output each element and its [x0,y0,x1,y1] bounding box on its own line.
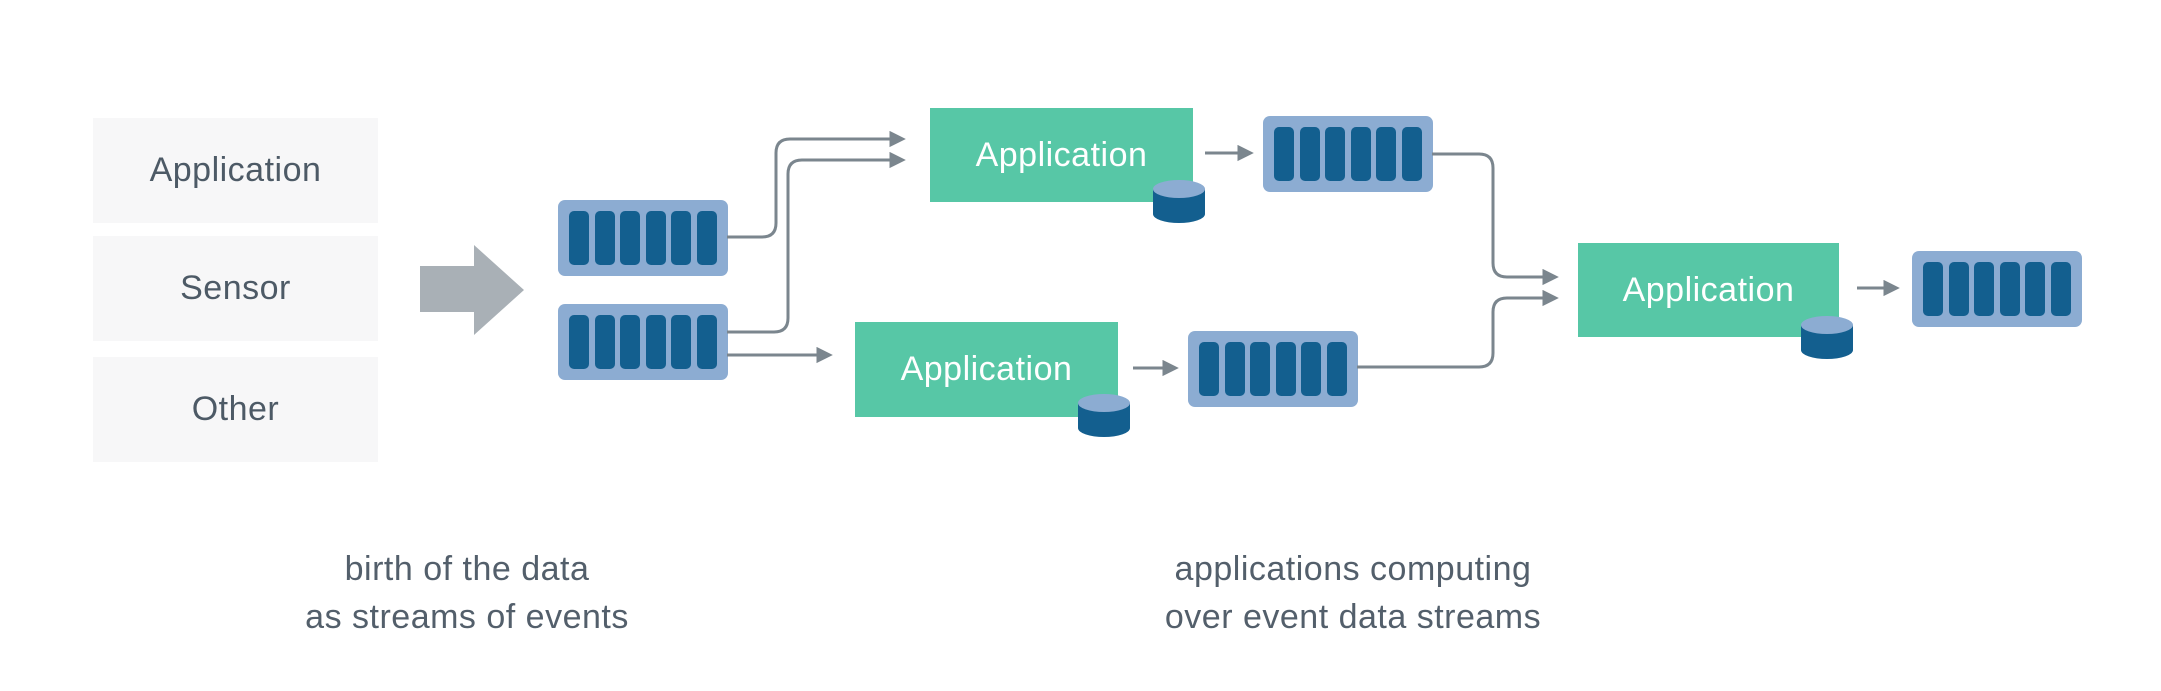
stream-partition-bar [1274,127,1294,181]
source-box-application: Application [93,118,378,223]
stream-partition-bar [620,211,641,265]
caption-apps-computing: applications computing over event data s… [1133,545,1573,641]
connector-stream4-to-final-app [1357,289,1559,369]
caption-birth-of-data: birth of the data as streams of events [247,545,687,641]
connector-stream2-to-top-app [727,151,906,334]
stream-partition-bar [1974,262,1995,316]
connector-stream3-to-final-app [1432,152,1559,286]
stream-partition-bar [645,211,666,265]
stream-partition-bar [671,315,692,369]
database-cylinder-icon-bottom [1078,394,1130,437]
stream-partition-bar [1275,342,1296,396]
stream-partition-bar [1250,342,1271,396]
stream-partition-bar [1199,342,1219,396]
source-box-sensor: Sensor [93,236,378,341]
connector-stream1-to-top-app [727,130,906,239]
source-label: Other [191,390,280,428]
stream-partition-bar [1350,127,1371,181]
stream-partition-bar [1325,127,1346,181]
stream-partition-bar [2050,262,2071,316]
caption-line: over event data streams [1164,598,1542,636]
stream-partition-bar [1401,127,1422,181]
app-label: Application [1622,270,1795,309]
stream-partition-bar [1224,342,1245,396]
caption-line: applications computing [1174,550,1532,588]
stream-partition-bar [2025,262,2046,316]
stream-partition-bar [569,211,589,265]
stream-partition-bar [1948,262,1969,316]
source-label: Application [149,151,322,189]
stream-partition-bar [671,211,692,265]
stream-partition-bar [1326,342,1347,396]
app-box-final: Application [1578,243,1839,337]
stream-partition-bar [594,211,615,265]
database-cylinder-icon-top [1153,180,1205,223]
stream-partition-bar [696,315,717,369]
caption-line: birth of the data [344,550,590,588]
database-cylinder-icon-final [1801,316,1853,359]
stream-partition-bar [569,315,589,369]
stream-partition-bar [594,315,615,369]
stream-partition-bar [1923,262,1943,316]
source-label: Sensor [180,269,291,307]
stream-partition-bar [1999,262,2020,316]
stream-partition-bar [1301,342,1322,396]
stream-partition-bar [1376,127,1397,181]
stream-partition-bar [620,315,641,369]
caption-line: as streams of events [305,598,629,636]
stream-partition-bar [696,211,717,265]
app-label: Application [975,135,1148,174]
app-box-top: Application [930,108,1193,202]
stream-partition-bar [1299,127,1320,181]
event-stream-icon-2 [558,304,728,380]
event-stream-icon-5 [1912,251,2082,327]
source-box-other: Other [93,357,378,462]
stream-partition-bar [645,315,666,369]
event-stream-icon-3 [1263,116,1433,192]
event-stream-icon-1 [558,200,728,276]
app-box-bottom: Application [855,322,1118,417]
event-stream-icon-4 [1188,331,1358,407]
big-right-arrow-icon [420,245,524,335]
app-label: Application [900,350,1073,388]
